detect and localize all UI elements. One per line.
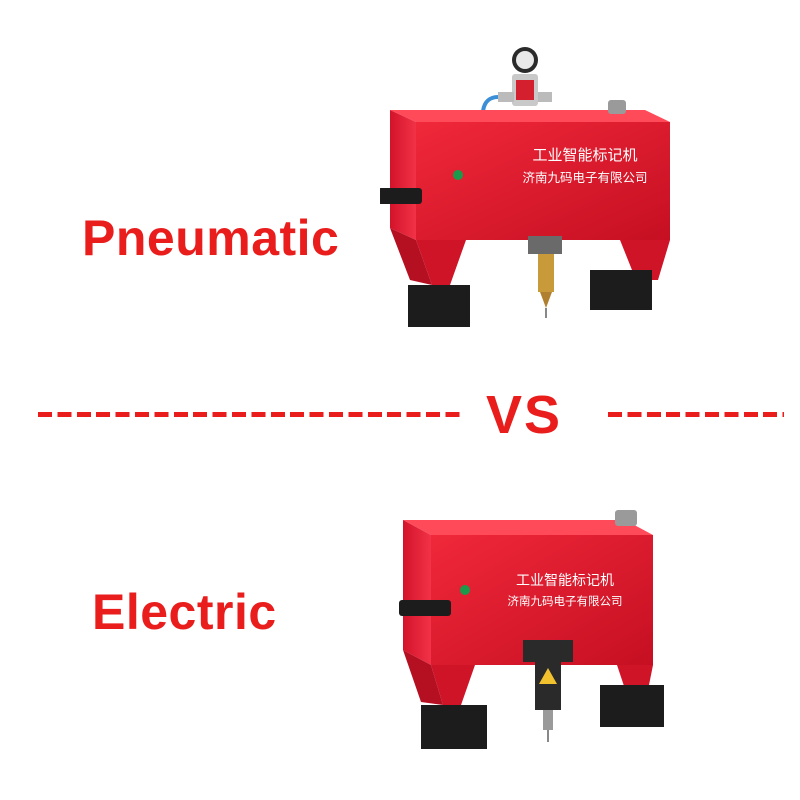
plate-line1: 工业智能标记机 [532, 146, 637, 164]
plate-line1: 工业智能标记机 [516, 573, 614, 589]
vs-text: VS [486, 385, 563, 445]
pneumatic-marking-machine-image: 工业智能标记机 济南九码电子有限公司 [380, 47, 670, 327]
air-regulator-icon [480, 47, 552, 132]
pneumatic-label: Pneumatic [82, 210, 340, 266]
vs-divider: VS [0, 385, 800, 445]
plate-line2: 济南九码电子有限公司 [522, 170, 647, 185]
handle-icon [380, 188, 422, 204]
dashed-line-right [608, 412, 784, 417]
dashed-line-left [38, 412, 464, 417]
electric-label: Electric [92, 584, 277, 640]
plate-line2: 济南九码电子有限公司 [508, 594, 623, 608]
handle-icon [399, 600, 451, 616]
electric-marking-machine-image: 工业智能标记机 济南九码电子有限公司 [399, 510, 664, 749]
